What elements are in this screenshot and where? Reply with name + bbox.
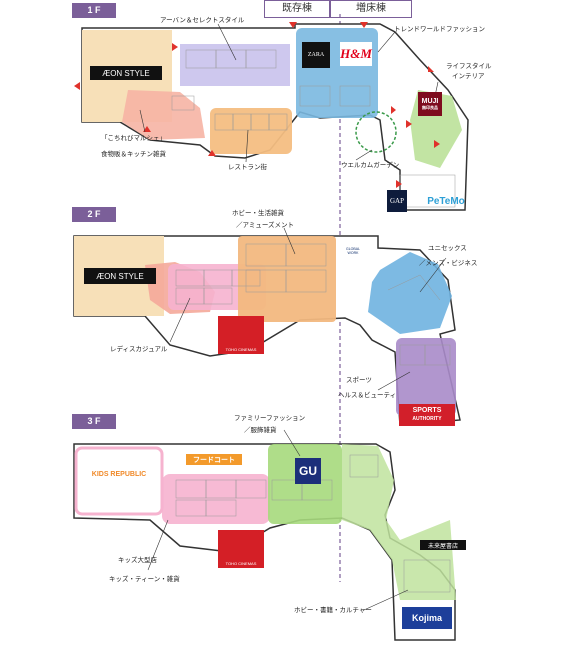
petemo-text: PeTeMo [427,195,465,207]
sports-health-zone [396,338,456,416]
global-work-text: GLOBAL WORK [345,247,360,255]
hm-text: H&M [340,46,372,61]
kids-republic-zone [74,446,164,516]
label-unisex: ユニセックス [428,244,467,252]
toho-2f-text: TOHO CINEMAS [225,347,257,352]
urban-select-zone [180,44,290,86]
welcome-garden-circle [355,111,397,153]
floor-1f-map [74,22,469,211]
sports-authority-text-1: SPORTS [412,407,442,414]
label-lifestyle: ライフスタイル [446,62,492,70]
gap-text: GAP [389,197,404,205]
sports-authority-logo[interactable]: SPORTS AUTHORITY [399,404,455,426]
aeon-style-logo-2f[interactable]: ÆON STYLE [84,268,156,284]
hm-logo[interactable]: H&M [340,42,372,66]
restaurant-zone [210,108,292,154]
kids-republic-logo[interactable]: KIDS REPUBLIC [80,464,158,484]
kochirebi-marche-zone [122,90,205,140]
label-kochirebi: 「こちれびマルシェ」 [101,134,166,142]
label-hobby-2f-1: ホビー・生活雑貨 [232,209,284,217]
aeon-style-text: ÆON STYLE [102,68,150,78]
floor-tab-3f[interactable]: 3 F [72,414,116,429]
label-trend-world: トレンドワールドファッション [394,25,485,33]
unisex-mens-zone [368,252,452,334]
label-mens: ／メンズ・ビジネス [419,259,478,267]
label-family-2: ／服飾雑貨 [244,426,277,434]
label-food-kitchen: 食物販＆キッチン雑貨 [101,150,166,158]
gu-text: GU [299,464,317,478]
mirai-text: 未来屋書店 [427,542,458,550]
toho-3f-text: TOHO CINEMAS [225,561,257,566]
hobby-amusement-zone [238,236,336,322]
foodcourt-label[interactable]: フードコート [186,454,242,465]
label-restaurant: レストラン街 [228,163,267,171]
sports-authority-text-2: AUTHORITY [412,416,442,422]
kids-republic-text: KIDS REPUBLIC [91,470,147,478]
zara-logo[interactable]: ZARA [302,42,330,68]
hobby-books-zone [342,444,456,600]
existing-building-header: 既存棟 [264,0,330,18]
aeon-style-logo-1f[interactable]: ÆON STYLE [90,66,162,80]
kojima-text: Kojima [411,613,442,623]
label-hobby-books: ホビー・書籍・カルチャー [294,606,372,614]
floor-tab-2f[interactable]: 2 F [72,207,116,222]
gap-logo[interactable]: GAP [387,190,407,212]
label-interior: インテリア [452,72,485,80]
label-kids-teen: キッズ・ティーン・雑貨 [109,575,180,583]
label-urban-select: アーバン＆セレクトスタイル [160,16,245,24]
toho-cinemas-logo-2f[interactable]: TOHO CINEMAS [218,316,264,354]
family-fashion-zone [268,444,342,524]
label-health: ヘルス＆ビューティ [338,391,397,399]
gu-logo[interactable]: GU [295,458,321,484]
petemo-logo[interactable]: PeTeMo [424,194,468,208]
toho-cinemas-logo-3f[interactable]: TOHO CINEMAS [218,530,264,568]
kids-teen-zone [162,474,270,524]
extension-building-header: 増床棟 [330,0,412,18]
foodcourt-text: フードコート [193,455,235,464]
label-sports: スポーツ [346,376,372,384]
label-kids-big: キッズ大型店 [118,556,157,564]
label-welcome-garden: ウエルカムガーデン [341,161,400,169]
zara-text: ZARA [307,52,325,58]
label-hobby-2f-2: ／アミューズメント [236,221,295,229]
kojima-logo[interactable]: Kojima [402,607,452,629]
floor-tab-1f[interactable]: 1 F [72,3,116,18]
floor-3f-map [73,443,456,641]
label-family-1: ファミリーファッション [234,414,306,422]
floor-2f-map [73,235,461,426]
aeon-style-2f-text: ÆON STYLE [96,271,144,281]
global-work-logo[interactable]: GLOBAL WORK [342,240,364,262]
mirai-bookstore-logo[interactable]: 未来屋書店 [420,540,466,550]
muji-sub-text: 無印良品 [422,104,438,110]
muji-text: MUJI [421,97,439,105]
label-ladies: レディスカジュアル [110,345,168,353]
